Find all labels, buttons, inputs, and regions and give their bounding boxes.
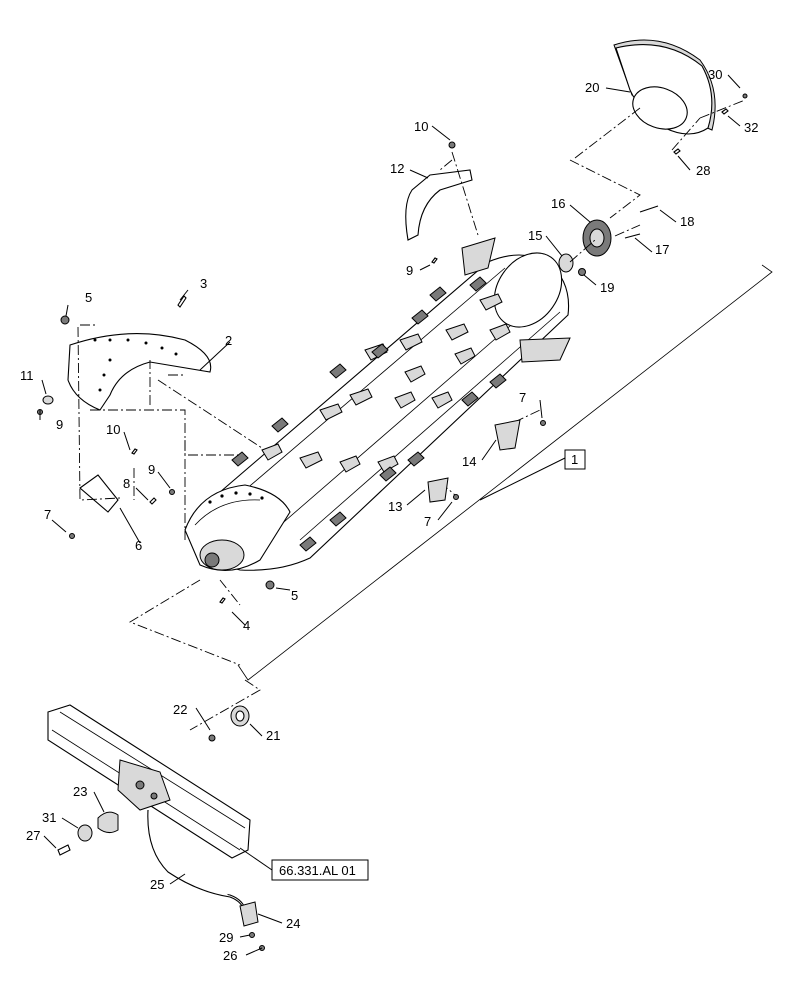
callout-14: 14 [462, 454, 476, 469]
reference-box[interactable]: 66.331.AL 01 [271, 859, 369, 881]
shield-12 [405, 169, 473, 241]
callout-26: 26 [223, 948, 237, 963]
callout-12: 12 [390, 161, 404, 176]
callout-8: 8 [123, 476, 130, 491]
plate-6 [79, 474, 119, 513]
cover-disc-20 [613, 39, 716, 135]
callout-23: 23 [73, 784, 87, 799]
callout-labels: 3 2 4 5 5 6 7 7 7 8 9 9 9 10 10 11 12 13… [20, 67, 758, 963]
callout-9-left: 9 [56, 417, 63, 432]
item-1-label: 1 [571, 452, 578, 467]
callout-24: 24 [286, 916, 300, 931]
callout-6: 6 [135, 538, 142, 553]
callout-25: 25 [150, 877, 164, 892]
rotor-paddles [231, 276, 511, 552]
callout-31: 31 [42, 810, 56, 825]
callout-7-left: 7 [44, 507, 51, 522]
callout-10-top: 10 [414, 119, 428, 134]
front-cone [184, 484, 291, 571]
shield-2-holes [93, 338, 178, 392]
callout-7-lower: 7 [424, 514, 431, 529]
callout-9-top: 9 [406, 263, 413, 278]
callout-32: 32 [744, 120, 758, 135]
callout-15: 15 [528, 228, 542, 243]
callout-2: 2 [225, 333, 232, 348]
assembly-lines [77, 99, 746, 731]
callout-13: 13 [388, 499, 402, 514]
callout-29: 29 [219, 930, 233, 945]
callout-19: 19 [600, 280, 614, 295]
callout-5-upper: 5 [85, 290, 92, 305]
callout-27: 27 [26, 828, 40, 843]
callout-9-middle: 9 [148, 462, 155, 477]
callout-3: 3 [200, 276, 207, 291]
bracket-9 [461, 237, 496, 276]
callout-10-left: 10 [106, 422, 120, 437]
assembly-bracket [237, 264, 773, 681]
callout-20: 20 [585, 80, 599, 95]
callout-17: 17 [655, 242, 669, 257]
washer-15 [558, 253, 574, 273]
callout-7-right: 7 [519, 390, 526, 405]
shield-2 [67, 333, 212, 411]
item-1-box: 1 [564, 449, 586, 470]
callout-21: 21 [266, 728, 280, 743]
callout-leaders [39, 74, 741, 956]
callout-30: 30 [708, 67, 722, 82]
sprocket-16 [582, 219, 612, 257]
callout-16: 16 [551, 196, 565, 211]
lower-frame [47, 704, 251, 913]
callout-22: 22 [173, 702, 187, 717]
callout-4: 4 [243, 618, 250, 633]
rotor-drum [189, 252, 571, 571]
callout-28: 28 [696, 163, 710, 178]
reference-label[interactable]: 66.331.AL 01 [279, 863, 356, 878]
callout-18: 18 [680, 214, 694, 229]
callout-11: 11 [20, 368, 34, 383]
callout-5-lower: 5 [291, 588, 298, 603]
